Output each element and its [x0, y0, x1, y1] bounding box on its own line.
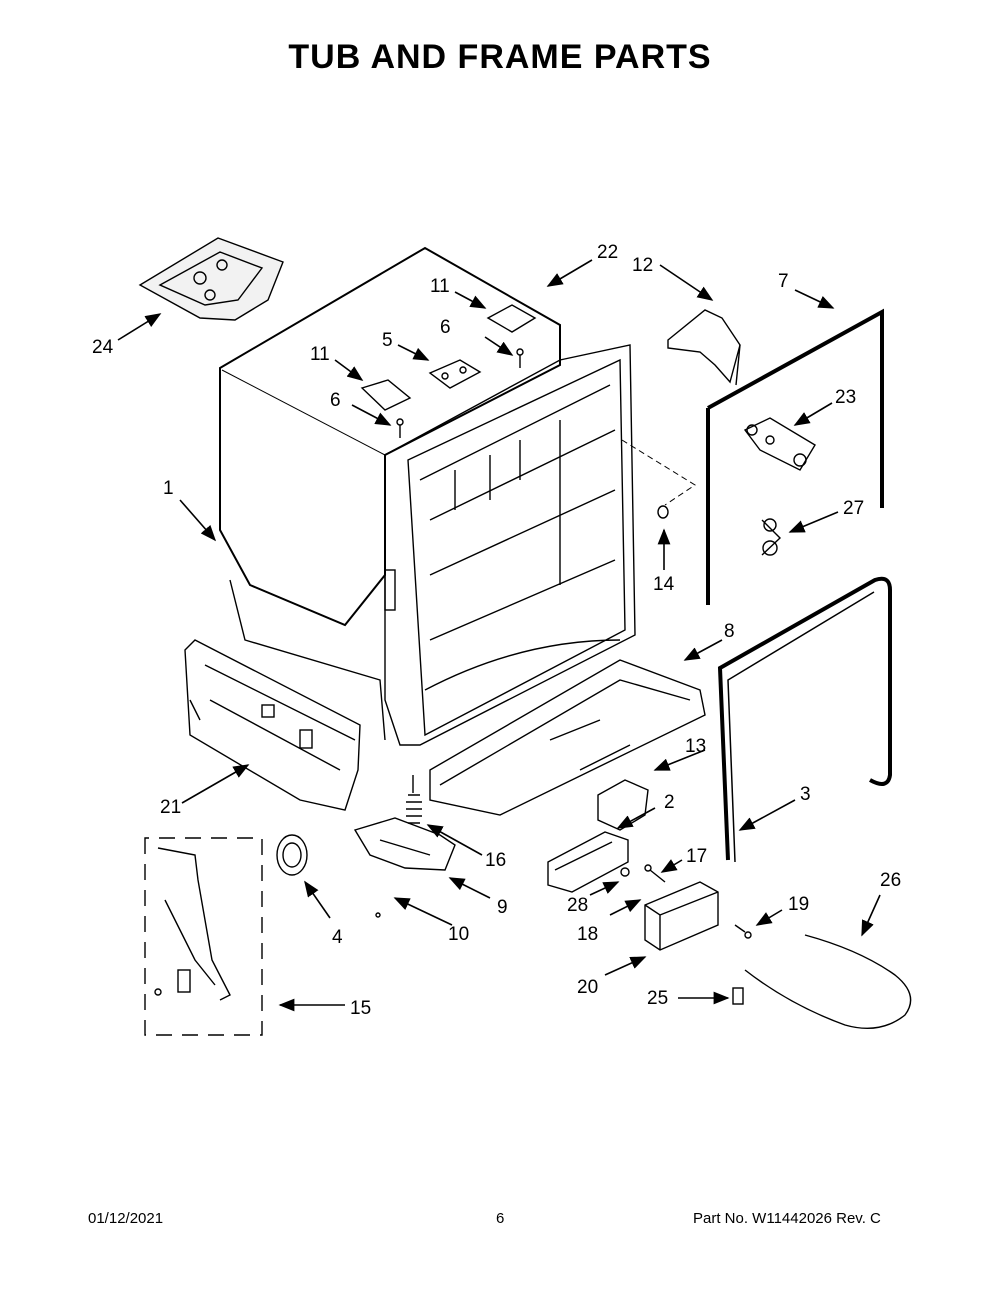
base-frame-part-8	[429, 659, 706, 816]
hinge-bracket-part-11-lower	[360, 379, 412, 411]
leader-5	[397, 344, 430, 361]
leader-28	[589, 881, 620, 896]
callout-9: 9	[497, 897, 508, 918]
screw-part-6-upper	[516, 348, 524, 368]
hinge-bracket-part-11-upper	[486, 304, 537, 333]
leader-9	[448, 877, 491, 899]
wire-harness-part-26	[744, 934, 912, 1030]
screw-part-19	[734, 924, 752, 939]
callout-18: 18	[577, 924, 598, 945]
callout-26: 26	[880, 870, 901, 891]
callout-10: 10	[448, 924, 469, 945]
nut-part-28	[620, 867, 630, 877]
bracket-part-9	[353, 817, 456, 871]
leader-13	[653, 749, 706, 771]
leader-11a	[454, 291, 487, 309]
callout-17: 17	[686, 846, 707, 867]
callout-16: 16	[485, 850, 506, 871]
tub-insulation-part-1	[219, 246, 561, 627]
footer-page-number: 6	[496, 1210, 505, 1227]
connector-part-25	[732, 987, 744, 1005]
bracket-part-12	[667, 309, 741, 386]
leader-22	[546, 259, 593, 287]
callout-20: 20	[577, 977, 598, 998]
callout-3: 3	[800, 784, 811, 805]
leader-16	[426, 824, 483, 856]
callout-14: 14	[653, 574, 675, 595]
leader-19	[755, 909, 783, 926]
leader-18	[609, 899, 642, 916]
page-title: TUB AND FRAME PARTS	[288, 38, 712, 76]
cover-part-20	[644, 881, 719, 951]
wheel-part-4	[276, 834, 308, 876]
callout-2: 2	[664, 792, 675, 813]
callout-21: 21	[160, 797, 181, 818]
callout-19: 19	[788, 894, 809, 915]
leader-24	[117, 313, 162, 341]
callout-15: 15	[350, 998, 371, 1019]
leader-4	[304, 880, 331, 919]
callout-6-lower: 6	[330, 390, 341, 411]
leader-17	[660, 859, 683, 873]
leader-23	[793, 402, 833, 426]
callout-1: 1	[163, 478, 174, 499]
callout-24: 24	[92, 337, 114, 358]
footer-part-number: Part No. W11442026 Rev. C	[693, 1210, 881, 1227]
leader-27	[788, 511, 839, 533]
callout-27: 27	[843, 498, 864, 519]
callout-7: 7	[778, 271, 789, 292]
bracket-assembly-part-15	[144, 837, 263, 1036]
callout-8: 8	[724, 621, 735, 642]
leader-21	[181, 764, 250, 804]
screw-part-6-lower	[396, 418, 404, 438]
callout-4: 4	[332, 927, 343, 948]
callout-13: 13	[685, 736, 706, 757]
leader-8	[683, 639, 723, 661]
leader-10	[393, 897, 453, 926]
hinge-bracket-part-5	[428, 359, 482, 389]
leader-12	[659, 264, 714, 301]
leader-26	[861, 894, 881, 937]
spring-part-16	[406, 775, 422, 824]
leader-2	[616, 807, 656, 829]
insulation-pad-part-24	[138, 237, 284, 321]
footer-date: 01/12/2021	[88, 1210, 164, 1227]
base-part-21	[184, 639, 361, 811]
callout-5: 5	[382, 330, 393, 351]
callout-11-lower: 11	[310, 344, 330, 365]
screw-part-17	[644, 864, 666, 883]
leader-20	[604, 956, 647, 976]
callout-12: 12	[632, 255, 653, 276]
leader-7	[794, 289, 835, 309]
leader-6b	[351, 404, 392, 426]
tub-part-22	[229, 344, 636, 746]
gasket-part-7	[706, 308, 884, 605]
plug-part-14	[657, 505, 669, 519]
door-seal-part-3	[717, 576, 892, 863]
callout-28: 28	[567, 895, 588, 916]
callout-11-upper: 11	[430, 276, 450, 297]
callout-22: 22	[597, 242, 618, 263]
leader-3	[738, 799, 796, 831]
leader-11b	[334, 359, 364, 381]
bracket-part-13	[597, 779, 649, 831]
leader-1	[179, 499, 217, 542]
roller-part-27	[761, 518, 782, 556]
bracket-part-2	[547, 831, 629, 893]
callout-25: 25	[647, 988, 668, 1009]
callout-23: 23	[835, 387, 856, 408]
small-part-10	[375, 912, 381, 918]
callout-6-upper: 6	[440, 317, 451, 338]
leader-6a	[484, 336, 514, 356]
roller-part-23	[743, 417, 816, 471]
